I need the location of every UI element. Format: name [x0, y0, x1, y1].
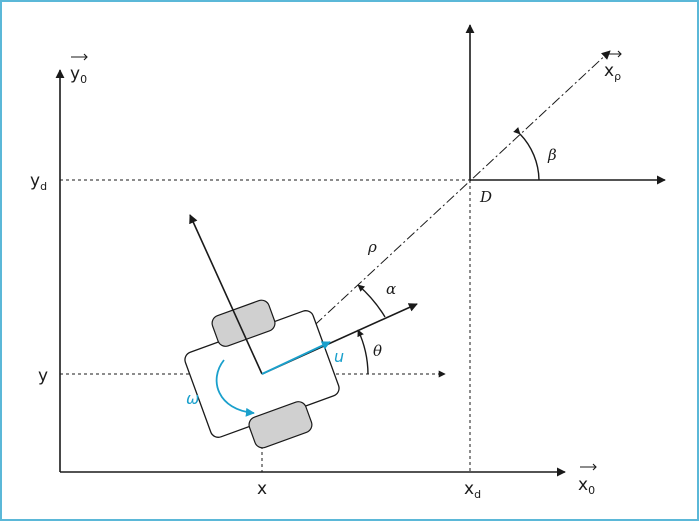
xrho-axis-label: xρ	[604, 61, 621, 83]
theta-label: θ	[373, 342, 382, 360]
x-label: x	[257, 479, 267, 499]
rho-label: ρ	[367, 238, 377, 256]
vector-overbars	[71, 50, 622, 471]
beta-arc	[513, 127, 540, 181]
yd-label: yd	[30, 171, 47, 193]
omega-arc	[215, 359, 255, 417]
theta-arc	[357, 329, 369, 375]
robot-wheel-top	[211, 299, 276, 347]
velocity-u-arrow	[261, 341, 331, 375]
xrho-axis	[261, 50, 611, 375]
alpha-label: α	[386, 280, 396, 298]
beta-label: β	[547, 146, 557, 164]
omega-label: ω	[186, 389, 199, 408]
xd-label: xd	[464, 479, 481, 501]
robot-wheel-bottom	[248, 401, 313, 449]
u-label: u	[334, 347, 344, 366]
alpha-arc	[357, 284, 386, 318]
y0-axis-label: y0	[70, 64, 87, 86]
x0-axis-label: x0	[578, 475, 595, 497]
y-label: y	[38, 366, 48, 386]
robot-lateral-axis	[189, 214, 263, 375]
goal-point-label: D	[479, 188, 492, 206]
